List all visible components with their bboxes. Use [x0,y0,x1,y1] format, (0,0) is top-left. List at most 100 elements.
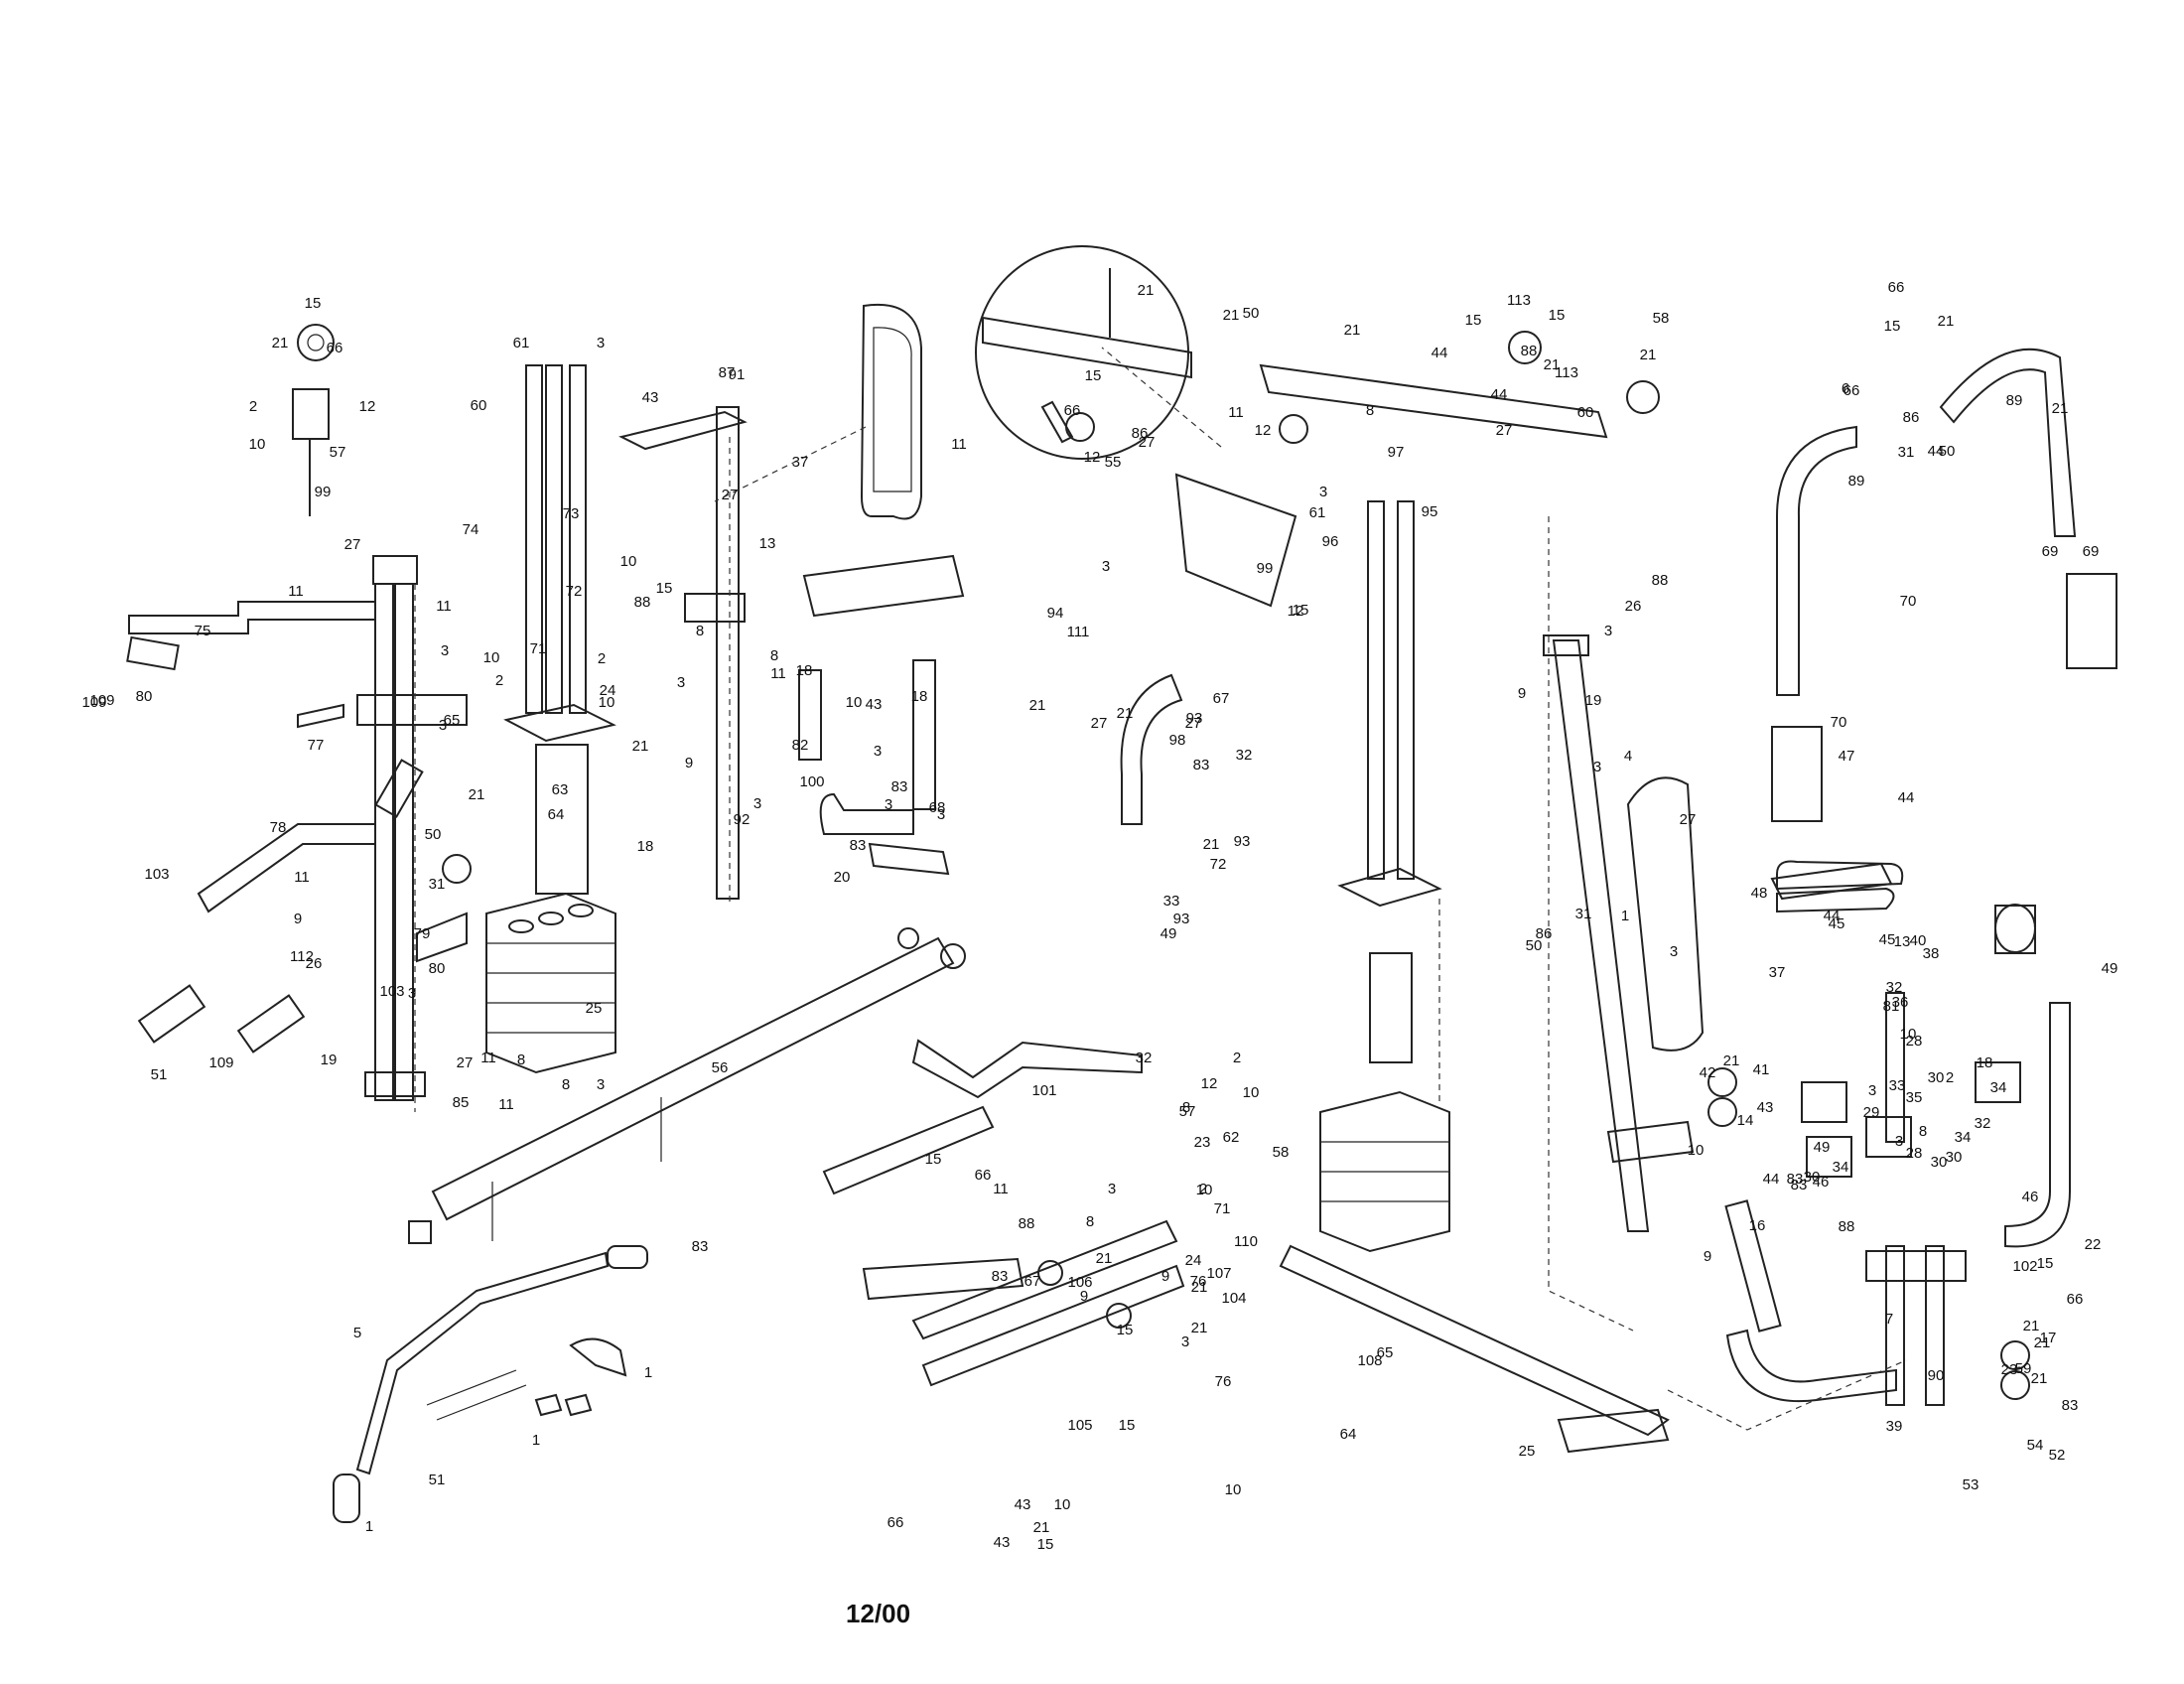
part-callout-12: 12 [1084,449,1101,466]
part-callout-103: 103 [144,866,169,883]
part-callout-27: 27 [457,1054,474,1071]
top-boom [1120,331,1660,825]
part-callout-89: 89 [2006,392,2023,409]
part-callout-3: 3 [1181,1333,1189,1350]
part-callout-21: 21 [2023,1318,2040,1334]
part-callout-10: 10 [620,553,637,570]
part-callout-40: 40 [1910,932,1927,949]
part-callout-69: 69 [2083,543,2100,560]
part-callout-51: 51 [151,1066,168,1083]
part-callout-66: 66 [2067,1291,2084,1308]
part-callout-65: 65 [1377,1344,1394,1361]
part-callout-37: 37 [1769,964,1786,981]
part-callout-21: 21 [1096,1250,1113,1267]
part-callout-83: 83 [891,778,908,795]
part-callout-15: 15 [1119,1417,1136,1434]
part-callout-11: 11 [993,1181,1009,1197]
part-callout-10: 10 [1196,1182,1213,1198]
part-callout-71: 71 [1214,1200,1231,1217]
part-callout-93: 93 [1234,833,1251,850]
part-callout-70: 70 [1831,714,1847,731]
part-callout-15: 15 [1549,307,1566,324]
part-callout-8: 8 [1182,1099,1190,1116]
part-callout-110: 110 [1234,1233,1258,1250]
part-callout-21: 21 [2034,1334,2051,1351]
part-callout-11: 11 [770,665,786,682]
part-callout-27: 27 [1680,811,1697,828]
right-weight-stack [1279,500,1670,1454]
part-callout-88: 88 [1019,1215,1035,1232]
part-callout-2: 2 [1199,1181,1207,1197]
part-callout-27: 27 [1185,715,1202,732]
part-callout-81: 81 [1883,998,1900,1015]
part-callout-62: 62 [1223,1129,1240,1146]
part-callout-96: 96 [1322,533,1339,550]
part-callout-44: 44 [1824,908,1841,924]
part-callout-32: 32 [1236,747,1253,764]
part-callout-33: 33 [1163,893,1180,910]
part-callout-31: 31 [1898,444,1915,461]
part-callout-8: 8 [1366,402,1374,419]
part-callout-10: 10 [1243,1084,1260,1101]
part-callout-68: 68 [929,799,946,816]
part-callout-21: 21 [1117,705,1134,722]
part-callout-21: 21 [1223,307,1240,324]
part-callout-53: 53 [1963,1476,1979,1493]
part-callout-11: 11 [498,1096,514,1113]
part-callout-86: 86 [1132,425,1149,442]
dashed-assembly-lines [414,347,1907,1431]
part-callout-1: 1 [532,1432,540,1449]
part-callout-3: 3 [1319,484,1327,500]
part-callout-113: 113 [1555,364,1578,381]
part-callout-9: 9 [685,755,693,772]
part-callout-13: 13 [1894,933,1911,950]
part-callout-21: 21 [1029,697,1046,714]
part-callout-30: 30 [1928,1069,1945,1086]
part-callout-50: 50 [425,826,442,843]
part-callout-74: 74 [463,521,479,538]
part-callout-46: 46 [1813,1174,1830,1191]
part-callout-2: 2 [495,672,503,689]
part-callout-15: 15 [1085,367,1102,384]
part-callout-2: 2 [598,650,606,667]
part-callout-34: 34 [1833,1159,1849,1176]
part-callout-1: 1 [1621,908,1629,924]
part-callout-20: 20 [834,869,851,886]
part-callout-21: 21 [1938,313,1955,330]
part-callout-107: 107 [1206,1265,1231,1282]
part-callout-102: 102 [2012,1258,2037,1275]
part-callout-41: 41 [1753,1061,1770,1078]
part-callout-56: 56 [712,1059,729,1076]
part-callout-27: 27 [1496,422,1513,439]
part-callout-28: 28 [1906,1145,1923,1162]
part-callout-24: 24 [600,682,616,699]
part-callout-42: 42 [1700,1064,1716,1081]
part-callout-83: 83 [992,1268,1009,1285]
part-callout-49: 49 [1814,1139,1831,1156]
part-callout-1: 1 [644,1364,652,1381]
part-callout-88: 88 [634,594,651,611]
part-callout-8: 8 [517,1052,525,1068]
detail-inset [975,245,1192,460]
part-callout-92: 92 [734,811,751,828]
part-callout-43: 43 [1757,1099,1774,1116]
part-callout-106: 106 [1067,1274,1092,1291]
center-upright [618,303,965,900]
part-callout-18: 18 [796,662,813,679]
part-callout-66: 66 [1064,402,1081,419]
part-callout-31: 31 [1575,906,1592,922]
part-callout-50: 50 [1243,305,1260,322]
part-callout-77: 77 [308,737,325,754]
part-callout-30: 30 [1946,1149,1963,1166]
part-callout-111: 111 [1067,624,1090,640]
part-callout-57: 57 [1179,1103,1196,1120]
part-callout-43: 43 [866,696,883,713]
part-callout-91: 91 [729,366,746,383]
part-callout-11: 11 [294,869,310,886]
arm-assembly [1724,348,2117,1406]
part-callout-73: 73 [563,505,580,522]
part-callout-23: 23 [1194,1134,1211,1151]
part-callout-8: 8 [1919,1123,1927,1140]
part-callout-93: 93 [1173,911,1190,927]
